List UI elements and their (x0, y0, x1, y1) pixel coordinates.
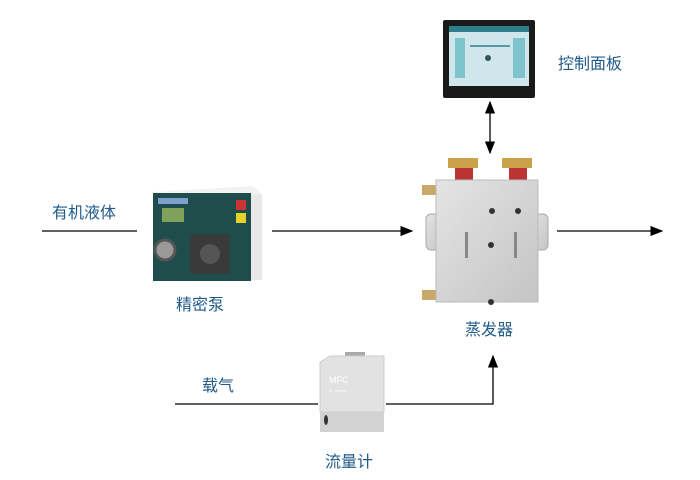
control-panel-image (443, 20, 535, 98)
mfc-series-text: E - series (329, 388, 346, 393)
control-panel-label: 控制面板 (558, 54, 623, 73)
mass-flow-controller-image (319, 352, 385, 432)
precision-pump-image (152, 186, 262, 281)
pump-label: 精密泵 (176, 295, 225, 314)
organic-liquid-label: 有机液体 (52, 203, 117, 222)
flow-meter-label: 流量计 (325, 452, 374, 471)
evaporator-image (422, 158, 549, 305)
evaporator-label: 蒸发器 (465, 320, 514, 339)
mfc-text: MFC (329, 375, 349, 385)
mfc-to-evaporator-arrow (386, 354, 499, 405)
carrier-gas-label: 载气 (202, 376, 235, 395)
